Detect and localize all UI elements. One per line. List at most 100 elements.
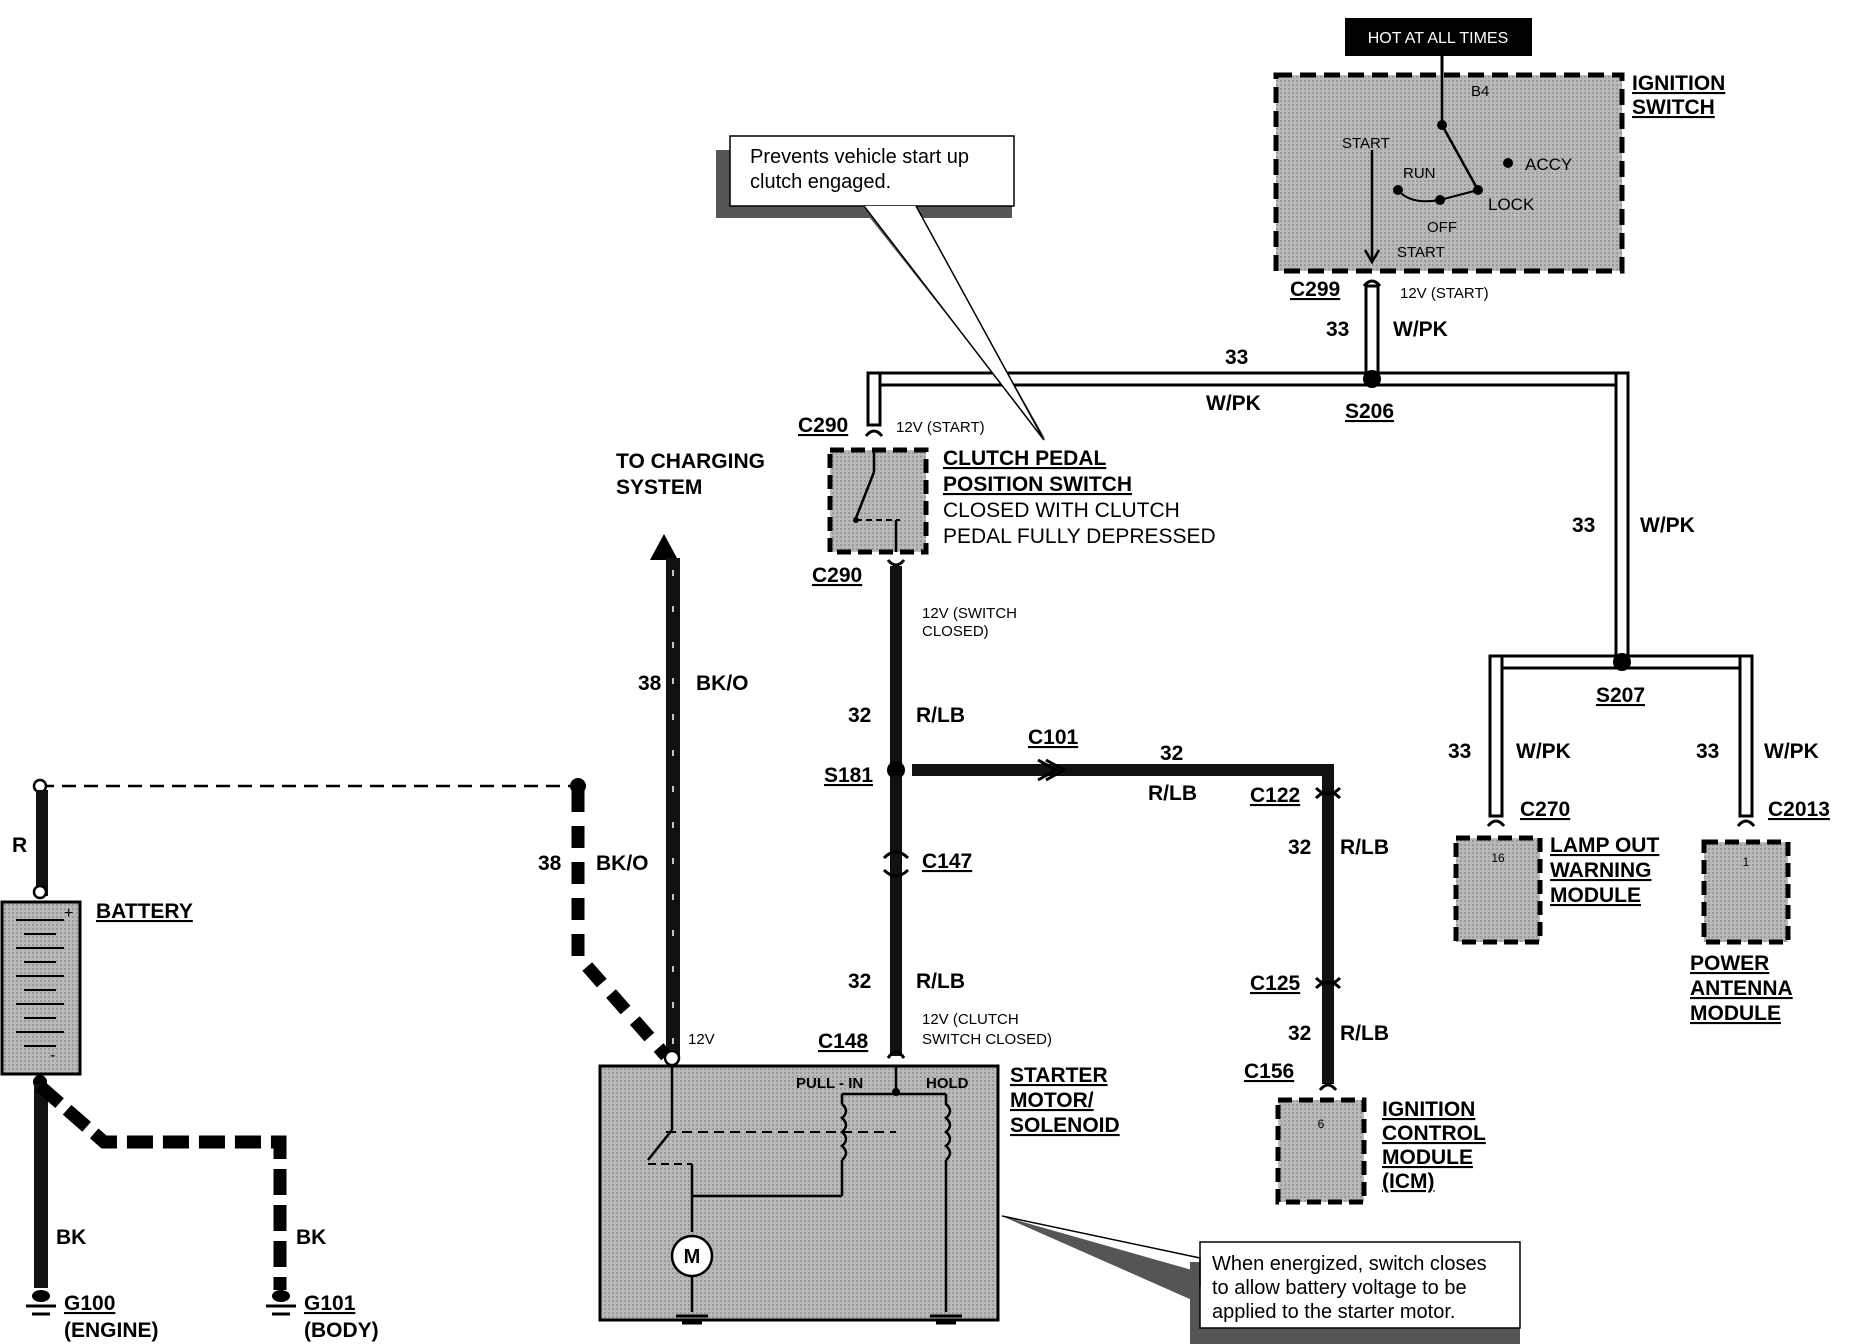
svg-text:R/LB: R/LB	[916, 970, 965, 993]
svg-text:BK/O: BK/O	[696, 672, 749, 695]
svg-text:33: 33	[1696, 740, 1719, 763]
svg-text:C148: C148	[818, 1030, 869, 1053]
svg-text:W/PK: W/PK	[1640, 514, 1695, 537]
svg-text:32: 32	[1288, 1022, 1311, 1045]
svg-text:SWITCH CLOSED): SWITCH CLOSED)	[922, 1031, 1052, 1048]
wire-33-s207-branch: 33 W/PK 33 W/PK	[1448, 654, 1819, 818]
svg-text:PEDAL FULLY DEPRESSED: PEDAL FULLY DEPRESSED	[943, 525, 1216, 548]
svg-text:TO CHARGING: TO CHARGING	[616, 450, 765, 473]
svg-text:MODULE: MODULE	[1382, 1146, 1473, 1169]
wire-bk-g100: BK	[34, 1084, 86, 1288]
starter-note-callout: When energized, switch closes to allow b…	[1001, 1215, 1521, 1344]
svg-text:applied to the starter motor.: applied to the starter motor.	[1212, 1301, 1455, 1323]
svg-text:BK/O: BK/O	[596, 852, 649, 875]
svg-text:MODULE: MODULE	[1550, 884, 1641, 907]
svg-text:ANTENNA: ANTENNA	[1690, 977, 1793, 1000]
svg-text:(ICM): (ICM)	[1382, 1170, 1434, 1193]
svg-text:Prevents vehicle start up: Prevents vehicle start up	[750, 146, 969, 168]
svg-text:M: M	[684, 1246, 701, 1268]
svg-text:ACCY: ACCY	[1525, 155, 1572, 174]
svg-text:32: 32	[1160, 742, 1183, 765]
svg-text:12V (CLUTCH: 12V (CLUTCH	[922, 1011, 1019, 1028]
svg-text:R/LB: R/LB	[1148, 782, 1197, 805]
svg-text:S207: S207	[1596, 684, 1645, 707]
svg-text:1: 1	[1743, 855, 1750, 869]
svg-text:-: -	[50, 1047, 55, 1064]
svg-text:33: 33	[1225, 346, 1248, 369]
svg-text:When energized, switch closes: When energized, switch closes	[1212, 1253, 1487, 1275]
svg-text:POSITION SWITCH: POSITION SWITCH	[943, 473, 1132, 496]
svg-text:S181: S181	[824, 764, 873, 787]
c299-connector: C299 12V (START)	[1290, 278, 1489, 302]
svg-text:32: 32	[1288, 836, 1311, 859]
wire-38-to-charging: 38 BK/O 12V	[638, 534, 749, 1060]
svg-text:38: 38	[638, 672, 662, 695]
svg-text:12V: 12V	[688, 1031, 715, 1048]
svg-text:G101: G101	[304, 1292, 356, 1315]
svg-text:OFF: OFF	[1427, 219, 1457, 236]
g101-ground: G101 (BODY)	[266, 1290, 379, 1342]
wire-32-s181-to-c148: C147 32 R/LB 12V (CLUTCH SWITCH CLOSED) …	[818, 776, 1052, 1059]
svg-text:RUN: RUN	[1403, 165, 1436, 182]
svg-text:START: START	[1397, 244, 1445, 261]
svg-text:CONTROL: CONTROL	[1382, 1122, 1486, 1145]
svg-text:C156: C156	[1244, 1060, 1294, 1083]
svg-text:R/LB: R/LB	[1340, 1022, 1389, 1045]
svg-text:33: 33	[1326, 318, 1349, 341]
svg-text:W/PK: W/PK	[1764, 740, 1819, 763]
svg-text:BK: BK	[56, 1226, 86, 1249]
svg-text:C122: C122	[1250, 784, 1300, 807]
svg-text:R: R	[12, 834, 27, 857]
starter-motor-solenoid-label: STARTER MOTOR/ SOLENOID	[1010, 1064, 1120, 1137]
svg-text:to allow battery voltage to be: to allow battery voltage to be	[1212, 1277, 1467, 1299]
ignition-control-module: 6 IGNITION CONTROL MODULE (ICM)	[1275, 1097, 1486, 1205]
svg-text:CLOSED WITH CLUTCH: CLOSED WITH CLUTCH	[943, 499, 1180, 522]
svg-text:HOT AT ALL TIMES: HOT AT ALL TIMES	[1368, 30, 1509, 47]
svg-text:G100: G100	[64, 1292, 115, 1315]
wire-bk-g101: BK	[35, 1081, 326, 1290]
svg-text:WARNING: WARNING	[1550, 859, 1652, 882]
svg-text:HOLD: HOLD	[926, 1075, 969, 1092]
svg-text:CLUTCH PEDAL: CLUTCH PEDAL	[943, 447, 1106, 470]
svg-text:MOTOR/: MOTOR/	[1010, 1089, 1094, 1112]
wire-38-battery-dashed: 38 BK/O	[32, 778, 671, 1061]
svg-text:SYSTEM: SYSTEM	[616, 476, 702, 499]
ignition-switch-label: IGNITION	[1632, 72, 1725, 95]
svg-text:C270: C270	[1520, 798, 1570, 821]
svg-text:MODULE: MODULE	[1690, 1002, 1781, 1025]
clutch-pedal-position-switch-label: CLUTCH PEDAL POSITION SWITCH CLOSED WITH…	[943, 447, 1216, 548]
svg-text:BK: BK	[296, 1226, 326, 1249]
svg-text:B4: B4	[1471, 83, 1489, 100]
svg-text:W/PK: W/PK	[1516, 740, 1571, 763]
svg-text:W/PK: W/PK	[1206, 392, 1261, 415]
svg-text:IGNITION: IGNITION	[1382, 1098, 1475, 1121]
clutch-note-callout: Prevents vehicle start up clutch engaged…	[716, 135, 1046, 441]
svg-text:16: 16	[1491, 851, 1505, 865]
svg-text:C147: C147	[922, 850, 972, 873]
svg-text:32: 32	[848, 704, 871, 727]
c2013-connector: C2013	[1736, 798, 1830, 827]
svg-text:12V (SWITCH: 12V (SWITCH	[922, 605, 1017, 622]
s207-splice: S207	[1596, 653, 1645, 707]
svg-text:C290: C290	[798, 414, 848, 437]
svg-text:12V (START): 12V (START)	[896, 419, 985, 436]
svg-text:LAMP OUT: LAMP OUT	[1550, 834, 1659, 857]
svg-text:32: 32	[848, 970, 871, 993]
svg-text:C2013: C2013	[1768, 798, 1830, 821]
svg-text:STARTER: STARTER	[1010, 1064, 1108, 1087]
svg-text:PULL - IN: PULL - IN	[796, 1075, 863, 1092]
svg-text:START: START	[1342, 135, 1390, 152]
svg-text:6: 6	[1318, 1117, 1325, 1131]
svg-text:38: 38	[538, 852, 562, 875]
svg-text:CLOSED): CLOSED)	[922, 623, 989, 640]
svg-text:BATTERY: BATTERY	[96, 900, 193, 923]
s206-splice: S206	[1345, 370, 1394, 423]
svg-text:W/PK: W/PK	[1393, 318, 1448, 341]
power-antenna-module: 1 POWER ANTENNA MODULE	[1690, 839, 1793, 1025]
svg-text:(BODY): (BODY)	[304, 1319, 379, 1342]
svg-text:C299: C299	[1290, 278, 1340, 301]
starter-motor-solenoid: M PULL - IN HOLD	[598, 1049, 1000, 1325]
wire-32-s181-to-icm: C101 32 R/LB C122 32 R/LB C125 32 R/LB C…	[912, 726, 1389, 1091]
svg-text:33: 33	[1572, 514, 1595, 537]
